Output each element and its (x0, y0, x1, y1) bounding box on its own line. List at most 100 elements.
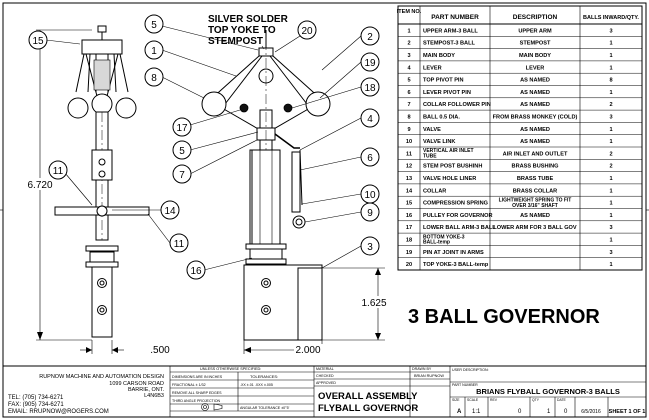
bom-description: LOWER ARM FOR 3 BALL GOV (493, 225, 577, 231)
bom-description: AS NAMED (520, 127, 550, 133)
balloon: 14 (112, 200, 180, 220)
balloon: 17 (172, 109, 241, 137)
bom-item-no: 19 (406, 250, 412, 256)
bom-item-no: 17 (406, 225, 412, 231)
bom-item-no: 2 (407, 41, 410, 47)
balloon: 19 (319, 52, 380, 99)
bom-item-no: 13 (406, 176, 412, 182)
bom-qty: 2 (609, 102, 612, 108)
balloon: 10 (301, 184, 380, 205)
bom-description: AS NAMED (520, 139, 550, 145)
bom-part-number: BALL 0.5 DIA. (423, 114, 460, 120)
balloon: 8 (144, 67, 205, 99)
date-value: 6/5/2016 (581, 409, 601, 415)
drawing-title-line1: OVERALL ASSEMBLY (318, 391, 418, 402)
bom-item-no: 18 (406, 237, 412, 243)
svg-text:5: 5 (179, 146, 185, 157)
bom-part-number: LEVER PIVOT PIN (423, 90, 471, 96)
bom-qty: 2 (609, 151, 612, 157)
svg-text:20: 20 (301, 26, 313, 37)
bom-qty: 1 (609, 139, 612, 145)
svg-text:10: 10 (364, 190, 376, 201)
title-block: RUPNOW MACHINE AND AUTOMATION DESIGN 109… (2, 365, 647, 418)
svg-text:5: 5 (151, 20, 157, 31)
bom-qty: 1 (609, 188, 612, 194)
bill-of-materials: ITEM NO. PART NUMBER DESCRIPTION BALLS I… (397, 5, 643, 271)
svg-text:SILVER SOLDER: SILVER SOLDER (208, 14, 289, 25)
bom-description: FROM BRASS MONKEY (COLD) (493, 114, 578, 120)
bom-qty: 1 (609, 65, 612, 71)
bom-item-no: 6 (407, 90, 410, 96)
balloon: 16 (186, 257, 253, 280)
company-address: 1099 CARSON ROAD (109, 381, 164, 387)
bom-qty: 1 (609, 176, 612, 182)
bom-description: AS NAMED (520, 78, 550, 84)
svg-text:2: 2 (367, 32, 373, 43)
bom-description: AIR INLET AND OUTLET (503, 151, 568, 157)
balloon: 11 (48, 160, 93, 206)
svg-text:15: 15 (32, 36, 44, 47)
bom-qty: 3 (609, 225, 612, 231)
bom-qty: 1 (609, 127, 612, 133)
tol-sharp-edges: REMOVE ALL SHARP EDGES (172, 391, 222, 395)
bom-part-number: COLLAR (423, 188, 446, 194)
bom-part-number: TOP YOKE-3 BALL-temp (423, 262, 489, 268)
bom-part-number: TOP PIVOT PIN (423, 78, 464, 84)
drawing-title: 3 BALL GOVERNOR (408, 306, 600, 328)
bom-item-no: 4 (407, 65, 411, 71)
qty-label: QTY (532, 398, 540, 402)
rev-value: 0 (518, 409, 522, 415)
svg-text:19: 19 (364, 58, 376, 69)
balloon: 11 (147, 213, 189, 253)
bom-item-no: 9 (407, 127, 410, 133)
dimension-base-height: 1.625 (322, 267, 390, 341)
svg-text:11: 11 (53, 166, 64, 177)
dimension-overall-height: 6.720 (22, 29, 92, 341)
balloon: 5 (172, 131, 259, 160)
tol-decimal: .XX ±.01 .XXX ±.005 (240, 383, 273, 387)
bom-part-number: PULLEY FOR GOVERNOR (423, 213, 493, 219)
bom-description: AS NAMED (520, 213, 550, 219)
part-number-label: PART NUMBER (452, 383, 478, 387)
bom-part-number: VALVE HOLE LINER (423, 176, 476, 182)
left-view (54, 25, 150, 338)
svg-text:PART NUMBER: PART NUMBER (431, 14, 479, 21)
bom-qty: 1 (609, 213, 612, 219)
balloon: 5 (144, 14, 259, 51)
angular-tolerance: ANGULAR TOLERANCE ±0°5' (240, 406, 290, 410)
drawing-title-line2: FLYBALL GOVERNOR (318, 403, 418, 414)
svg-text:11: 11 (174, 239, 185, 250)
bom-item-no: 14 (406, 188, 413, 194)
bom-part-number: LOWER BALL ARM-3 BALL (423, 225, 496, 231)
svg-text:1: 1 (151, 46, 157, 57)
bom-description: AS NAMED (520, 90, 550, 96)
bom-qty: 1 (609, 90, 612, 96)
bom-part-number: VALVE LINK (423, 139, 455, 145)
svg-text:6: 6 (367, 153, 373, 164)
bom-item-no: 11 (406, 151, 412, 157)
bom-part-number: COLLAR FOLLOWER PIN (423, 102, 491, 108)
bom-qty: 3 (609, 114, 612, 120)
size-label: SIZE (452, 398, 460, 402)
dimension-base-height-label: 1.625 (361, 298, 386, 309)
dimension-height-label: 6.720 (27, 180, 52, 191)
tol-projection: THIRD ANGLE PROJECTION (172, 399, 221, 403)
svg-text:16: 16 (190, 266, 202, 277)
bom-item-no: 5 (407, 78, 410, 84)
svg-text:17: 17 (176, 123, 188, 134)
dimension-right-width-label: 2.000 (295, 345, 320, 356)
bom-part-number: COMPRESSION SPRING (423, 201, 488, 207)
drawn-by: BRIAN RUPNOW (414, 374, 444, 378)
balloon: 2 (321, 26, 380, 71)
bom-description: BRASS BUSHING (512, 164, 559, 170)
right-view (201, 30, 331, 341)
svg-text:BALLS INWARD/QTY.: BALLS INWARD/QTY. (583, 15, 639, 21)
